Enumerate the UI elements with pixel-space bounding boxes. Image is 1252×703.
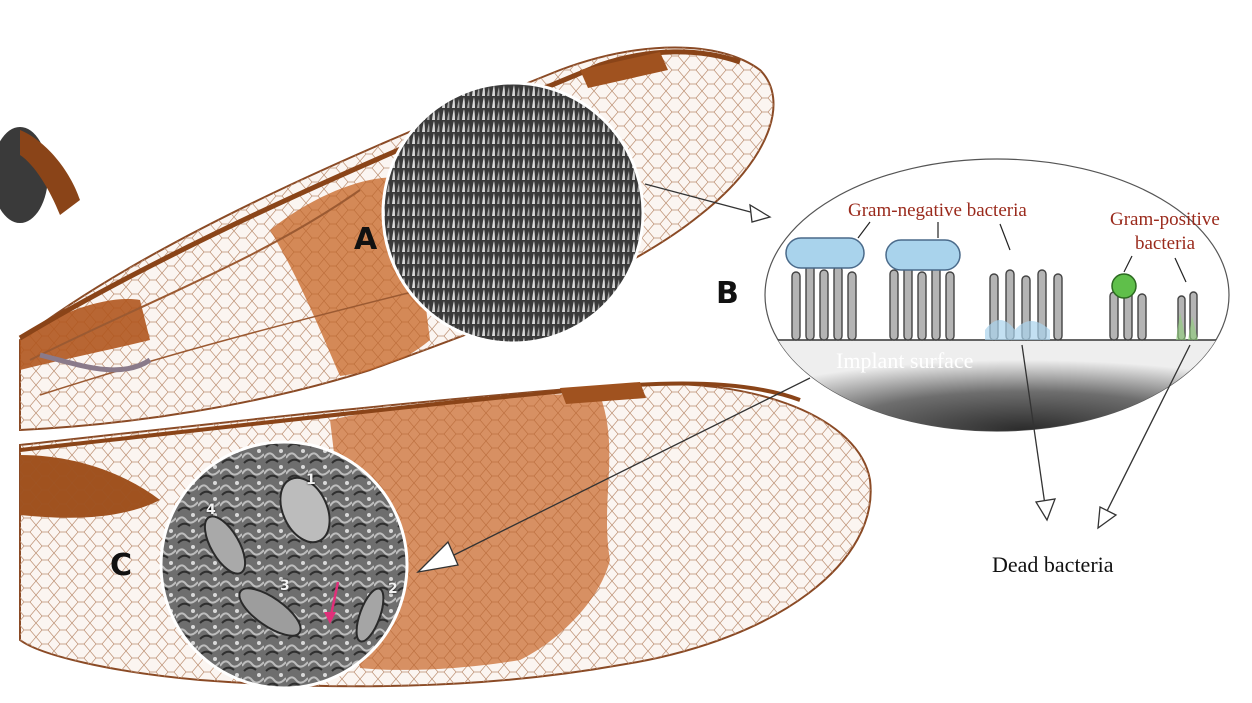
dragonfly-eye [0, 127, 80, 223]
schematic-inset-b [764, 158, 1230, 432]
dead-bacteria-label: Dead bacteria [992, 552, 1114, 577]
sem-number-2: 2 [388, 581, 398, 597]
gram-positive-label-line2: bacteria [1135, 233, 1196, 254]
sem-inset-a [381, 81, 645, 345]
sem-bacterium-2 [355, 587, 385, 643]
panel-label-a: A [354, 222, 379, 257]
sem-number-3: 3 [280, 578, 290, 594]
panel-label-b: B [716, 276, 740, 311]
sem-inset-c [159, 440, 409, 690]
gram-positive-label-line1: Gram-positive [1110, 209, 1220, 230]
gram-negative-label: Gram-negative bacteria [848, 200, 1027, 221]
gram-negative-bacterium-1 [785, 237, 865, 269]
gram-negative-bacterium-2 [885, 239, 961, 271]
arrow-b-to-c [416, 377, 811, 573]
lower-wing [19, 381, 872, 688]
arrow-to-dead-2 [1097, 344, 1191, 530]
implant-surface-label: Implant surface [836, 348, 974, 373]
sem-number-1: 1 [306, 472, 316, 488]
arrow-a-to-b [644, 183, 772, 223]
panel-label-c: C [110, 548, 134, 583]
sem-bacterium-1 [279, 476, 331, 544]
sem-bacterium-4 [203, 515, 247, 575]
sem-bacterium-3 [238, 587, 302, 637]
gram-positive-bacterium [1111, 273, 1137, 299]
lysed-gram-positive [1176, 312, 1198, 340]
lysed-bacterium [985, 320, 1050, 340]
sem-number-4: 4 [206, 502, 216, 518]
arrow-to-dead-1 [1021, 344, 1057, 522]
